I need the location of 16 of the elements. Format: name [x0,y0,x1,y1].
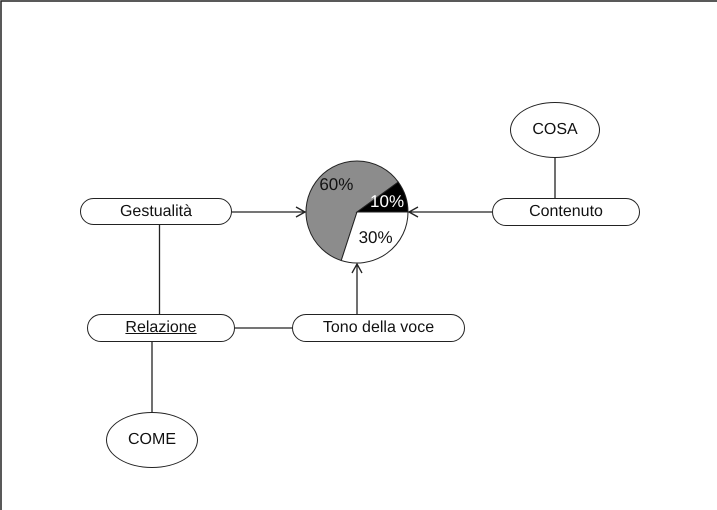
connector-line [554,158,556,198]
rounded-box: Contenuto [492,198,640,226]
percent-label: 60% [319,175,354,195]
rounded-box: Tono della voce [292,314,465,342]
connector-line [235,327,292,329]
arrow [351,263,363,314]
connector-line [158,225,160,314]
arrow [232,206,306,218]
rounded-box: Relazione [87,314,235,342]
oval-node: COME [106,412,198,468]
oval-node: COSA [510,102,600,158]
connector-line [151,342,153,412]
rounded-box: Gestualità [80,198,232,225]
percent-label: 30% [358,228,393,248]
percent-label: 10% [370,192,404,212]
arrow [408,206,492,218]
